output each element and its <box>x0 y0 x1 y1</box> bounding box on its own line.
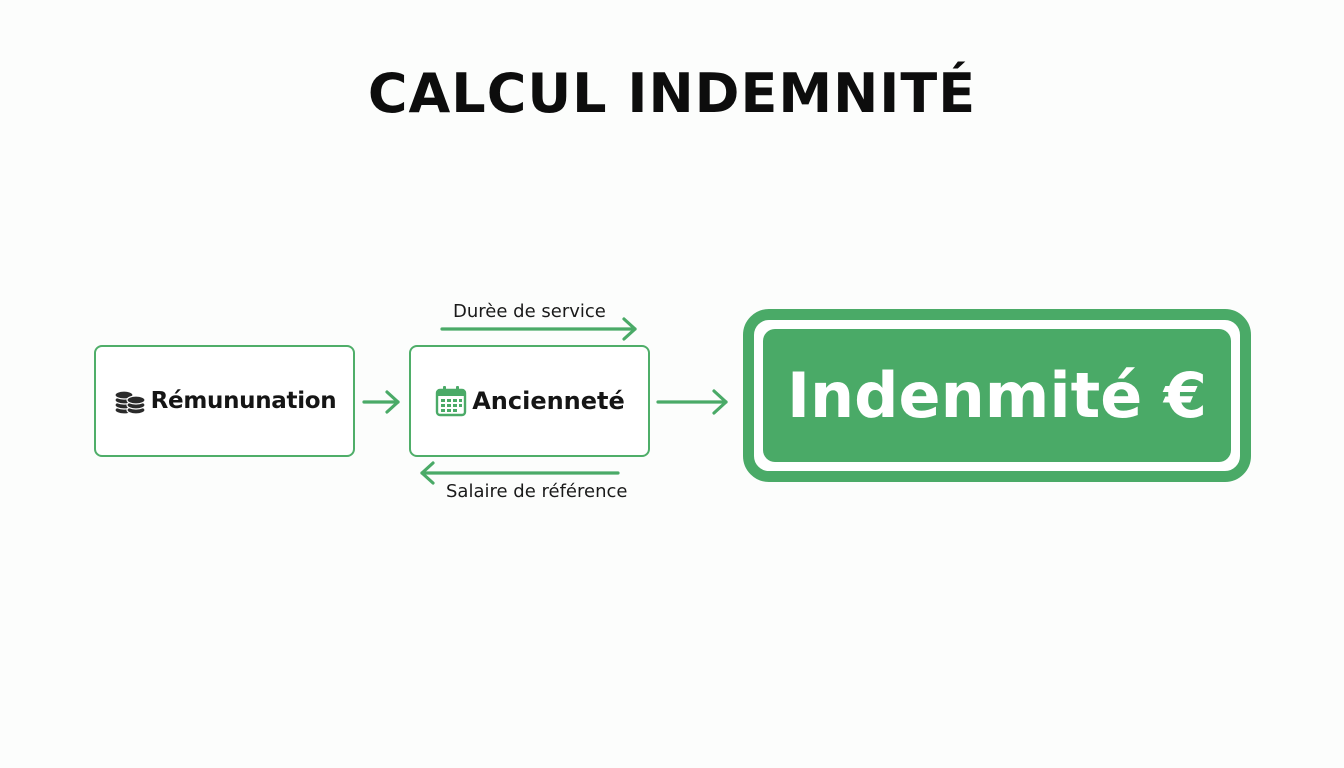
node-result: Indenmité € <box>743 309 1251 482</box>
edge-label-duree-service: Durèe de service <box>453 301 606 322</box>
node-result-fill: Indenmité € <box>763 329 1231 462</box>
node-anciennete-label: Ancienneté <box>472 387 625 415</box>
calendar-icon <box>434 384 468 418</box>
coins-stack-icon <box>113 386 147 416</box>
node-result-label: Indenmité € <box>786 359 1208 432</box>
page-title: CALCUL INDEMNITÉ <box>367 62 977 125</box>
edge-label-salaire-reference: Salaire de référence <box>446 481 628 502</box>
arrow-anciennete-to-result <box>656 389 728 415</box>
node-remuneration-label: Rémununation <box>150 388 337 414</box>
node-anciennete: Ancienneté <box>409 345 650 457</box>
arrow-remuneration-to-anciennete <box>362 390 400 414</box>
arrow-salaire-reference <box>420 461 620 485</box>
node-remuneration: Rémununation <box>94 345 355 457</box>
arrow-duree-service <box>440 317 637 341</box>
